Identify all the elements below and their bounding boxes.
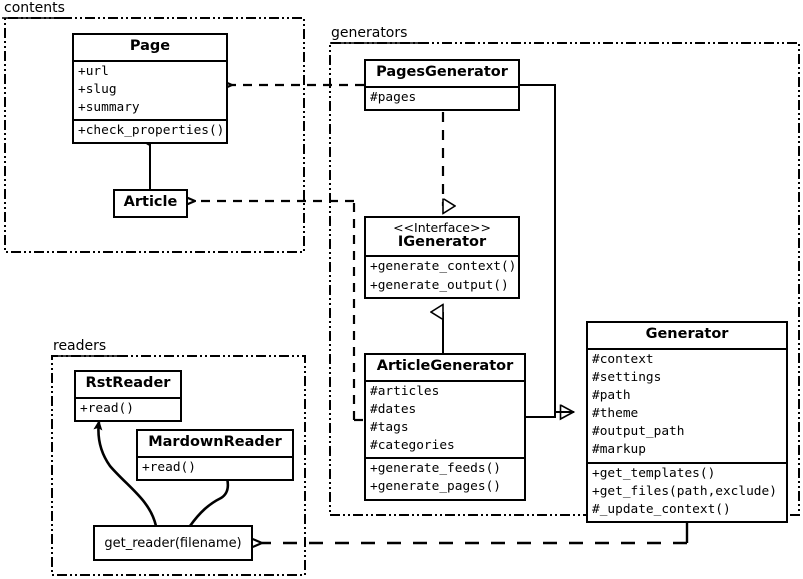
class-name-mardownreader: MardownReader <box>148 434 282 450</box>
package-label-generators: generators <box>331 25 408 41</box>
class-operation: +generate_context() <box>370 259 517 275</box>
class-box-pagesgenerator[interactable]: PagesGenerator #pages <box>364 59 520 111</box>
package-label-readers: readers <box>53 338 107 354</box>
relation-pagesgenerator-generalizes-generator <box>520 84 574 412</box>
class-name-generator: Generator <box>645 326 729 342</box>
class-attribute: +summary <box>78 99 140 115</box>
class-name-rstreader: RstReader <box>85 375 171 391</box>
class-attribute: #theme <box>592 406 639 422</box>
class-name-page: Page <box>129 38 171 54</box>
class-operations-mardownreader: +read() <box>138 455 292 479</box>
class-box-articlegenerator[interactable]: ArticleGenerator #articles #dates #tags … <box>364 353 526 501</box>
class-attribute: #pages <box>370 89 417 105</box>
class-attribute: #tags <box>370 419 409 435</box>
package-label-contents: contents <box>4 0 65 16</box>
class-attribute: #settings <box>592 369 662 385</box>
class-attribute: #context <box>592 351 654 367</box>
class-operation: +read() <box>80 400 134 416</box>
class-attribute: +slug <box>78 81 117 97</box>
class-name-article: Article <box>123 194 178 210</box>
function-box-get-reader[interactable]: get_reader(filename) <box>93 525 253 561</box>
class-operation: +get_templates() <box>592 465 716 481</box>
class-attributes-generator: #context #settings #path #theme #output_… <box>588 347 786 462</box>
class-attributes-page: +url +slug +summary <box>74 59 226 119</box>
class-box-generator[interactable]: Generator #context #settings #path #them… <box>586 321 788 524</box>
class-operations-generator: +get_templates() +get_files(path,exclude… <box>588 461 786 521</box>
class-operations-page: +check_properties() <box>74 119 226 142</box>
class-stereotype-igenerator: <<Interface>> <box>393 220 491 235</box>
class-name-pagesgenerator: PagesGenerator <box>376 64 508 80</box>
class-attribute: #dates <box>370 401 417 417</box>
class-operation: +check_properties() <box>78 123 225 139</box>
class-box-article[interactable]: Article <box>113 189 188 218</box>
relation-getreader-returns-rstreader <box>93 420 158 527</box>
class-operation: +generate_output() <box>370 277 509 293</box>
class-box-page[interactable]: Page +url +slug +summary +check_properti… <box>72 33 228 145</box>
class-attribute: #markup <box>592 442 646 458</box>
function-label-get-reader: get_reader(filename) <box>104 535 242 551</box>
class-operations-articlegenerator: +generate_feeds() +generate_pages() <box>366 457 524 498</box>
class-attributes-pagesgenerator: #pages <box>366 85 518 109</box>
class-attribute: #path <box>592 387 631 403</box>
class-operation: +generate_pages() <box>370 479 501 495</box>
class-operations-rstreader: +read() <box>76 396 180 420</box>
class-box-rstreader[interactable]: RstReader +read() <box>74 370 182 422</box>
class-box-mardownreader[interactable]: MardownReader +read() <box>136 429 294 481</box>
class-box-igenerator[interactable]: <<Interface>> IGenerator +generate_conte… <box>364 216 520 299</box>
class-operations-igenerator: +generate_context() +generate_output() <box>366 255 518 296</box>
class-operation: +get_files(path,exclude) <box>592 483 777 499</box>
class-attributes-articlegenerator: #articles #dates #tags #categories <box>366 379 524 458</box>
class-operation: +generate_feeds() <box>370 461 501 477</box>
class-operation: +read() <box>142 459 196 475</box>
class-attribute: #articles <box>370 383 440 399</box>
class-name-articlegenerator: ArticleGenerator <box>376 358 514 374</box>
class-attribute: +url <box>78 63 109 79</box>
class-attribute: #categories <box>370 438 455 454</box>
class-attribute: #output_path <box>592 424 685 440</box>
class-operation: #_update_context() <box>592 501 731 517</box>
class-name-igenerator: IGenerator <box>397 233 487 250</box>
relation-articlegenerator-generalizes-generator <box>526 411 574 418</box>
